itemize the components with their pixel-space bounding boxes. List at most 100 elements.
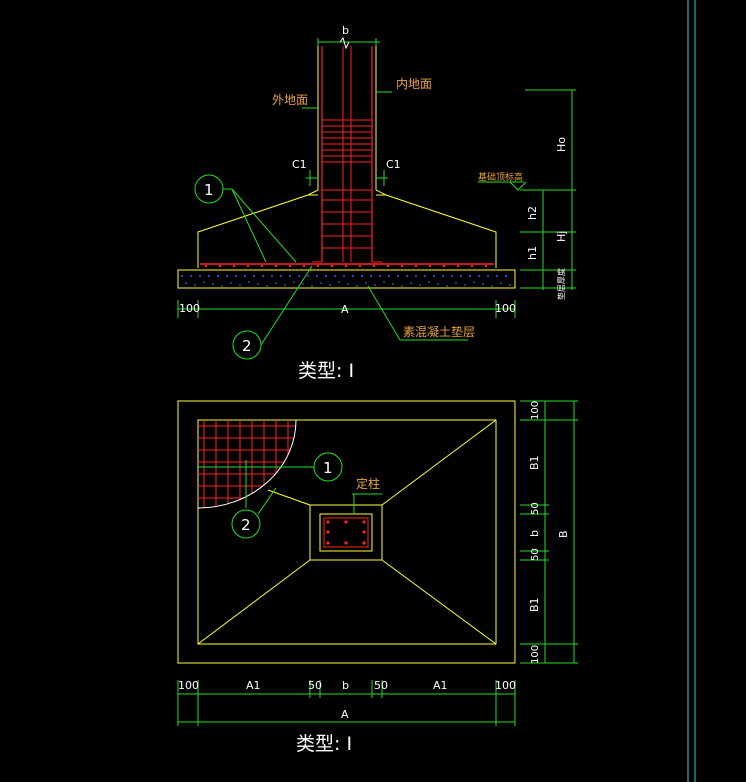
- hatch-dot: [419, 284, 421, 286]
- hatch-dot: [194, 284, 196, 286]
- dim-label-100-right: 100: [495, 302, 516, 315]
- dim-label-h2: h2: [526, 206, 539, 220]
- rebar-dot: [428, 264, 432, 268]
- label-foundation-top: 基础顶标高: [478, 171, 523, 183]
- rebar-dot: [260, 264, 264, 268]
- hatch-dot: [190, 275, 192, 277]
- label-c1-right: C1: [386, 158, 401, 171]
- hatch-dot: [383, 281, 385, 283]
- hatch-dot: [316, 275, 318, 277]
- hatch-dot: [482, 283, 484, 285]
- section-type-label: 类型: I: [298, 360, 354, 382]
- dim-label-100-left: 100: [178, 679, 199, 692]
- rebar-dot: [456, 264, 460, 268]
- hatch-dot: [428, 281, 430, 283]
- hatch-dot: [230, 282, 232, 284]
- hatch-dot: [343, 275, 345, 277]
- column-rebar-dots: [326, 520, 366, 545]
- hatch-dot: [203, 281, 205, 283]
- label-inner-ground: 内地面: [396, 77, 432, 91]
- callout-number-2: 2: [242, 337, 252, 355]
- slope-line: [381, 559, 497, 645]
- dim-label-50-right: 50: [374, 679, 388, 692]
- hatch-dot: [451, 275, 453, 277]
- rebar-dot: [470, 264, 474, 268]
- rebar-dot: [344, 264, 348, 268]
- dim-label-A1-left: A1: [246, 679, 261, 692]
- hatch-dot: [424, 275, 426, 277]
- hatch-dot: [491, 285, 493, 287]
- hatch-dot: [505, 275, 507, 277]
- hatch-dot: [478, 275, 480, 277]
- hatch-dot: [460, 275, 462, 277]
- rebar-dot: [274, 264, 278, 268]
- hatch-dot: [347, 283, 349, 285]
- dim-label-b-horizontal: b: [342, 679, 349, 692]
- hatch-dot: [401, 285, 403, 287]
- hatch-dot: [356, 285, 358, 287]
- hatch-dot: [271, 275, 273, 277]
- slope-line: [267, 489, 311, 506]
- hatch-dot: [275, 282, 277, 284]
- rebar-dot: [246, 264, 250, 268]
- hatch-dot: [217, 275, 219, 277]
- hatch-dot: [365, 282, 367, 284]
- hatch-dot: [199, 275, 201, 277]
- pad-outline: [177, 400, 516, 664]
- hatch-dot: [226, 275, 228, 277]
- hatch-dot: [266, 285, 268, 287]
- plan-view: 1 2 定柱 100 B1 50 b 50 B1 100 B: [177, 400, 578, 755]
- hatch-dot: [284, 284, 286, 286]
- hatch-dot: [469, 275, 471, 277]
- column-rebar-dot: [362, 541, 366, 545]
- hatch-dot: [500, 282, 502, 284]
- dim-label-50-bottom: 50: [530, 548, 541, 561]
- rebar-dot: [218, 264, 222, 268]
- footing-outline: [197, 419, 497, 645]
- hatch-dot: [370, 275, 372, 277]
- rebar-dot: [372, 264, 376, 268]
- footing-outline: [375, 189, 497, 268]
- dim-label-hj: Hj: [555, 231, 568, 242]
- rebar-dot: [484, 264, 488, 268]
- hatch-dot: [433, 275, 435, 277]
- hatch-dot: [307, 275, 309, 277]
- hatch-dot: [338, 281, 340, 283]
- rebar-dot: [414, 264, 418, 268]
- hatch-dot: [473, 281, 475, 283]
- column-pedestal: [309, 504, 383, 561]
- callout-circle-1: [313, 452, 343, 482]
- rebar-dot: [400, 264, 404, 268]
- dim-label-50-top: 50: [530, 502, 541, 515]
- hatch-dot: [410, 282, 412, 284]
- hatch-dot: [221, 285, 223, 287]
- hatch-dot: [392, 283, 394, 285]
- section-view: b 外地面 内地面 C1 C1 1 2 素混凝土垫层 100 A: [177, 24, 576, 382]
- callout-number-1: 1: [323, 459, 333, 477]
- callout-leader: [231, 188, 267, 263]
- column-rebar-outline: [323, 517, 369, 548]
- dim-label-100-right: 100: [495, 679, 516, 692]
- label-outer-ground: 外地面: [272, 93, 308, 107]
- hatch-dot: [487, 275, 489, 277]
- column-rebar-dot: [344, 520, 348, 524]
- hatch-dot: [496, 275, 498, 277]
- dim-label-b: b: [342, 24, 349, 37]
- dim-label-B1-top: B1: [528, 455, 541, 470]
- hatch-dot: [509, 284, 511, 286]
- hatch-dot: [298, 275, 300, 277]
- slope-line: [197, 559, 311, 645]
- label-plain-concrete-pad: 素混凝土垫层: [403, 324, 475, 339]
- dim-label-pad-thickness: 垫层厚度: [556, 268, 566, 300]
- column-rebar-dot: [344, 541, 348, 545]
- hatch-dot: [361, 275, 363, 277]
- slope-line: [381, 419, 497, 506]
- rebar-dot: [204, 264, 208, 268]
- hatch-dot: [464, 284, 466, 286]
- hatch-dot: [388, 275, 390, 277]
- footing-outline: [197, 189, 319, 268]
- callout-number-2: 2: [241, 516, 251, 534]
- dim-label-100-bottom: 100: [530, 645, 541, 664]
- rebar-dot: [316, 264, 320, 268]
